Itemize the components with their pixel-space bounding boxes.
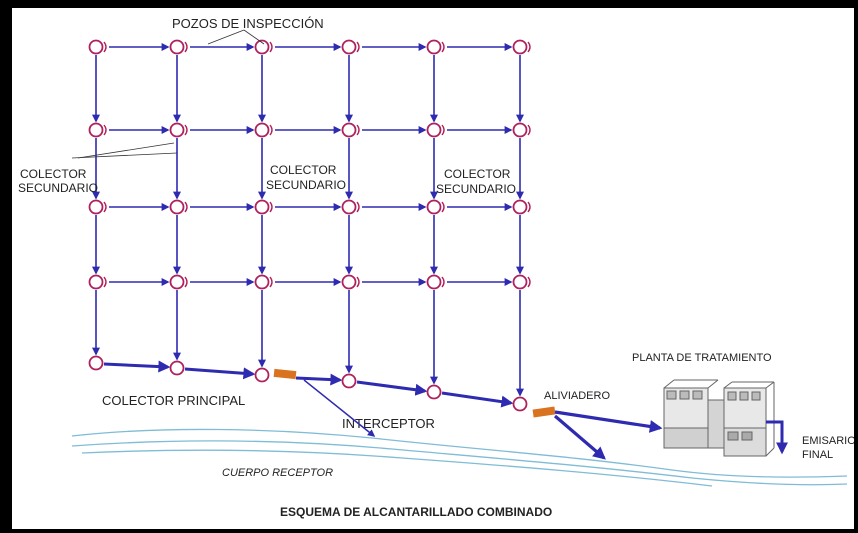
leader-lines: [71, 29, 265, 159]
aliviadero-label: ALIVIADERO: [544, 390, 610, 402]
manhole: [254, 122, 273, 138]
manhole: [254, 274, 273, 290]
colector-secundario-1-line2: SECUNDARIO: [18, 181, 98, 195]
manhole: [341, 39, 360, 55]
manhole: [512, 199, 531, 215]
manhole: [254, 39, 273, 55]
manhole: [88, 39, 107, 55]
manhole: [169, 199, 188, 215]
diagram-title: ESQUEMA DE ALCANTARILLADO COMBINADO: [280, 505, 552, 519]
aliviadero-overflow-segment: [532, 406, 556, 418]
manhole: [88, 274, 107, 290]
colector-secundario-3-line2: SECUNDARIO: [436, 182, 516, 196]
manhole: [88, 199, 107, 215]
manhole: [341, 199, 360, 215]
diagram-canvas: POZOS DE INSPECCIÓN COLECTOR SECUNDARIO …: [12, 8, 854, 529]
cuerpo-receptor-label: CUERPO RECEPTOR: [222, 467, 333, 479]
manhole: [426, 274, 445, 290]
colector-secundario-2-line2: SECUNDARIO: [266, 178, 346, 192]
manhole: [426, 384, 442, 400]
manhole: [169, 39, 188, 55]
receiving-water-body: [71, 428, 848, 487]
main-collector-pipe: [441, 391, 514, 408]
main-collector-pipe: [295, 373, 343, 386]
main-collector-pipe: [356, 380, 428, 396]
manhole: [169, 360, 185, 376]
manhole: [512, 274, 531, 290]
manhole: [169, 122, 188, 138]
manhole: [426, 122, 445, 138]
manhole: [341, 274, 360, 290]
manhole: [426, 199, 445, 215]
interceptor-label: INTERCEPTOR: [342, 416, 435, 431]
colector-secundario-3-line1: COLECTOR: [444, 167, 511, 181]
interceptor-overflow-segment: [273, 368, 297, 380]
planta-label: PLANTA DE TRATAMIENTO: [632, 352, 772, 364]
outflow-arrows: [303, 379, 788, 460]
colector-secundario-1-line1: COLECTOR: [20, 167, 87, 181]
manhole: [88, 122, 107, 138]
pozos-label: POZOS DE INSPECCIÓN: [172, 16, 324, 31]
manhole: [254, 367, 270, 383]
emisario-line1: EMISARIO: [802, 435, 854, 447]
sewer-network-diagram: POZOS DE INSPECCIÓN COLECTOR SECUNDARIO …: [18, 16, 854, 519]
manhole: [88, 355, 104, 371]
manhole: [341, 122, 360, 138]
colector-secundario-2-line1: COLECTOR: [270, 163, 337, 177]
manhole: [512, 396, 528, 412]
manhole: [512, 122, 531, 138]
colector-principal-label: COLECTOR PRINCIPAL: [102, 393, 245, 408]
manhole: [512, 39, 531, 55]
emisario-line2: FINAL: [802, 449, 833, 461]
manhole: [254, 199, 273, 215]
manhole: [341, 373, 357, 389]
manhole: [426, 39, 445, 55]
manhole: [169, 274, 188, 290]
main-collector-pipe: [184, 367, 256, 380]
treatment-plant-illustration: [663, 379, 775, 457]
main-collector-pipe: [103, 360, 171, 373]
